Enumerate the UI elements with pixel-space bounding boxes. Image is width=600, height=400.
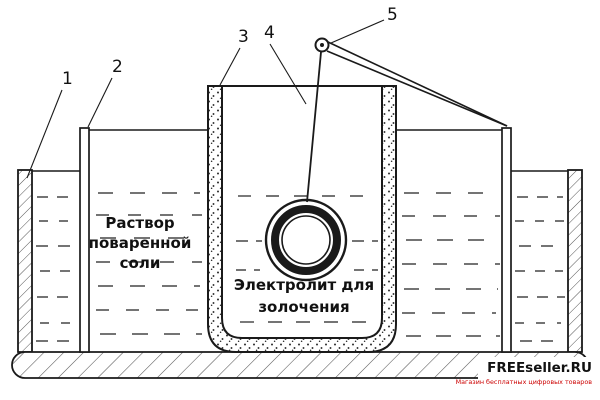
callout-5: 5 [387, 5, 398, 25]
salt-solution-label: Раствор поваренной соли [89, 214, 192, 272]
salt-label-line2: поваренной [89, 234, 192, 252]
watermark: FREEseller.RU Магазин бесплатных цифровы… [456, 357, 598, 390]
callout-1: 1 [62, 69, 73, 89]
middle-vessel-left-wall [79, 127, 90, 353]
callout-3: 3 [238, 27, 249, 47]
outer-vessel-right-wall [567, 169, 583, 353]
electrolyte-label-line2: золочения [258, 298, 349, 316]
salt-label-line3: соли [120, 254, 161, 272]
pulley-axle [320, 43, 324, 47]
electrolyte-label: Электролит для золочения [234, 276, 374, 316]
outer-vessel-left-wall [17, 169, 33, 353]
ring-electrode [264, 198, 348, 282]
cord-upper-strand [327, 41, 508, 127]
cord-lower-strand [326, 50, 508, 127]
watermark-backdrop [478, 357, 598, 390]
callout-2: 2 [112, 57, 123, 77]
watermark-caption: Магазин бесплатных цифровых товаров [456, 378, 593, 386]
crucible-stippled-wall [207, 85, 397, 353]
suspension-wire [306, 51, 322, 203]
callout-leaders [26, 19, 385, 179]
middle-vessel-right-wall [501, 127, 512, 353]
callout-4: 4 [264, 23, 275, 43]
electrolyte-label-line1: Электролит для [234, 276, 374, 294]
liquid-dashes [36, 192, 565, 342]
watermark-brand: FREEseller.RU [487, 360, 592, 376]
salt-label-line1: Раствор [105, 214, 174, 232]
